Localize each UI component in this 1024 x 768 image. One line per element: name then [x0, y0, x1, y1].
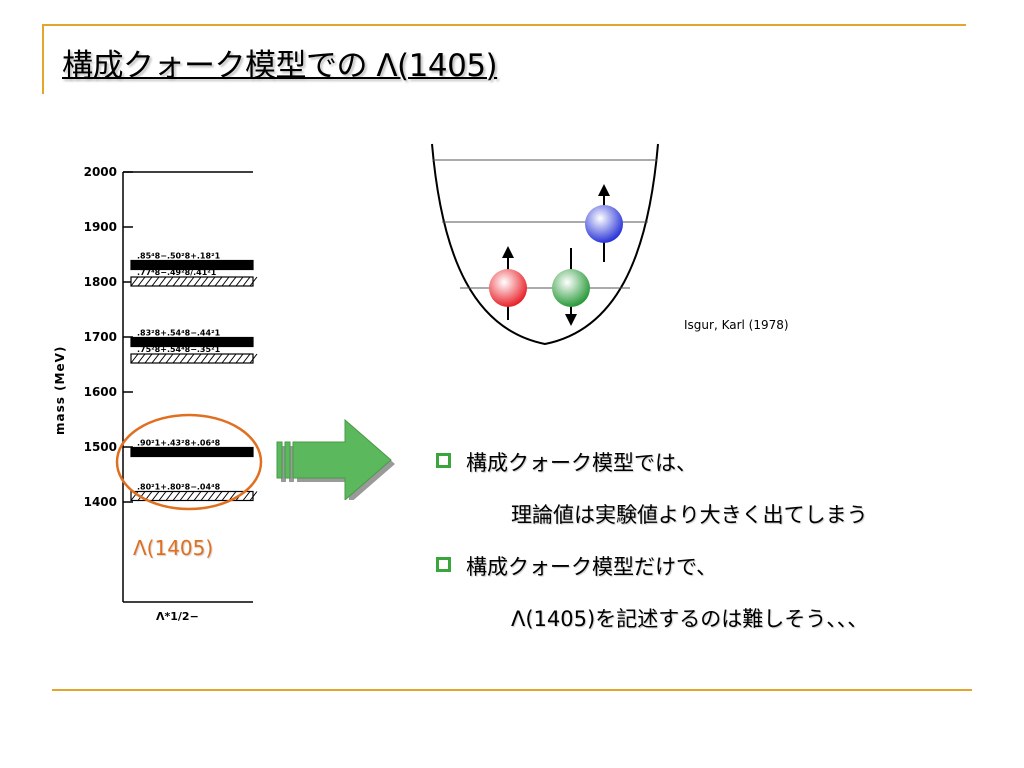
chart-xlabel: Λ*1/2− [156, 610, 199, 623]
chart-ticks: 2000 1900 1800 1700 1600 1500 1400 [84, 165, 133, 509]
potential-well [431, 143, 659, 346]
chart-axes [122, 171, 253, 603]
red-quark [489, 246, 527, 320]
tick-label: 1800 [84, 275, 117, 289]
state-label: .75²8+.54⁴8−.35²1 [137, 345, 221, 354]
citation: Isgur, Karl (1978) [684, 318, 789, 332]
highlight-ellipse [115, 413, 263, 511]
state-label: .90²1+.43²8+.06⁴8 [137, 439, 221, 448]
accent-line-bottom [52, 689, 972, 691]
state-level: .77⁴8−.49²8/.41²1 [130, 268, 258, 287]
bullet-square-icon [436, 557, 451, 572]
state-level: .90²1+.43²8+.06⁴8 [130, 439, 254, 458]
accent-line-left [42, 24, 44, 94]
tick-label: 1700 [84, 330, 117, 344]
accent-line-top [42, 24, 966, 26]
bullet-1-line-2: 理論値は実験値より大きく出てしまう [511, 503, 868, 527]
bullet-1-line-1: 構成クォーク模型では、 [466, 451, 697, 475]
tick-label: 1900 [84, 220, 117, 234]
state-label: .83²8+.54⁴8−.44²1 [137, 329, 221, 338]
tick-label: 1400 [84, 495, 117, 509]
chart-ylabel: mass (MeV) [53, 346, 67, 435]
state-label: .80²1+.80²8−.04⁴8 [137, 483, 221, 492]
chart-states: .85⁴8−.50²8+.18²1 .77⁴8−.49²8/.41²1 .83²8+… [130, 252, 258, 502]
bullet-square-icon [436, 453, 451, 468]
tick-label: 1500 [84, 440, 117, 454]
green-quark [552, 248, 590, 326]
mass-spectrum-chart: 2000 1900 1800 1700 1600 1500 1400 .85⁴8−.50²8… [53, 165, 263, 623]
tick-label: 2000 [84, 165, 117, 179]
state-level: .75²8+.54⁴8−.35²1 [130, 345, 258, 364]
slide-title: 構成クォーク模型での Λ(1405) [62, 48, 498, 84]
right-arrow-icon [276, 418, 395, 500]
blue-quark [585, 184, 623, 262]
lambda-1405-label: Λ(1405) [133, 536, 214, 560]
state-label: .85⁴8−.50²8+.18²1 [137, 252, 221, 261]
quark-potential-diagram [431, 143, 659, 346]
state-level: .83²8+.54⁴8−.44²1 [130, 329, 254, 348]
bullet-2-line-2: Λ(1405)を記述するのは難しそう、、、 [511, 607, 869, 631]
bullet-2-line-1: 構成クォーク模型だけで、 [466, 555, 718, 579]
tick-label: 1600 [84, 385, 117, 399]
state-label: .77⁴8−.49²8/.41²1 [137, 268, 217, 277]
state-level: .85⁴8−.50²8+.18²1 [130, 252, 254, 271]
